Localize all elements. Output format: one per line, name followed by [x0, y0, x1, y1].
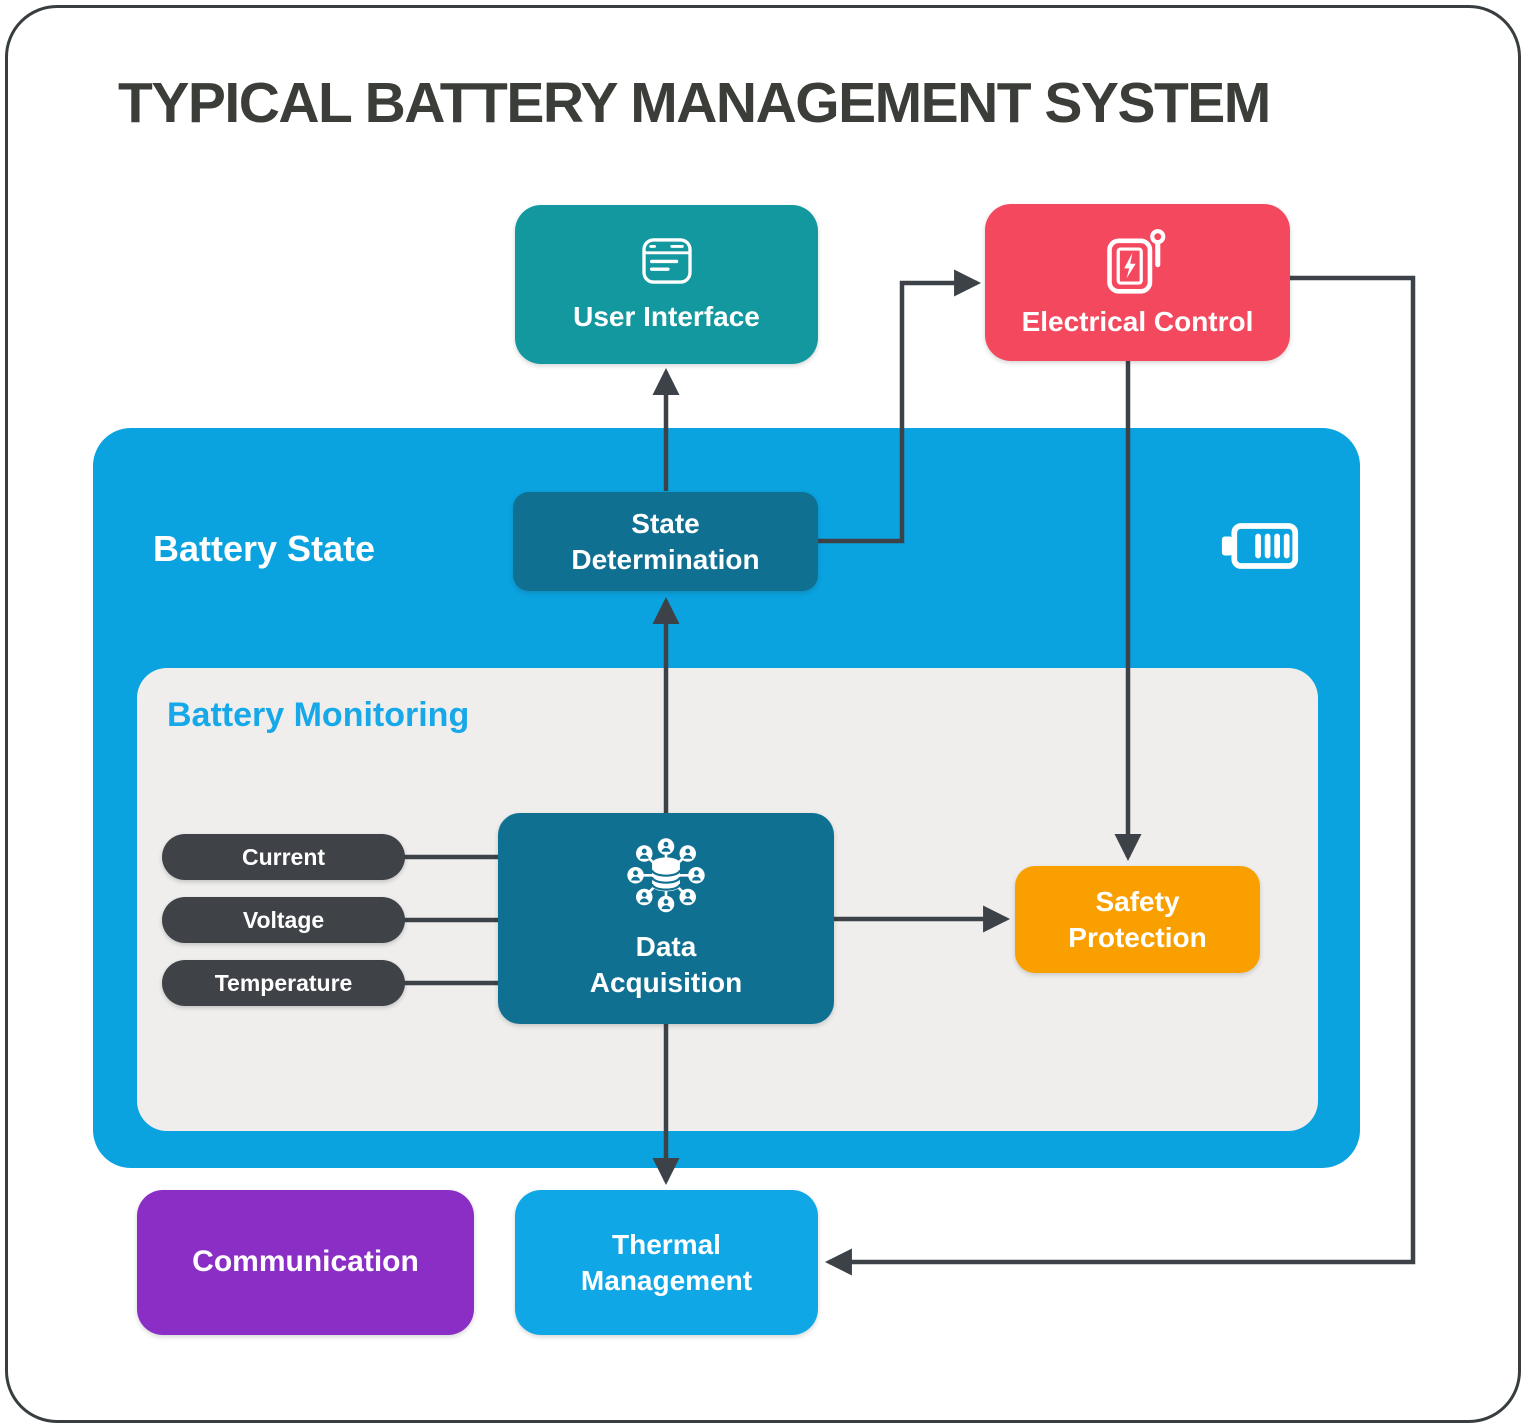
current-label: Current: [241, 843, 326, 870]
node-state-determination: State Determination: [513, 492, 818, 591]
communication-label: Communication: [192, 1245, 419, 1279]
electrical-lever-icon: [1106, 227, 1170, 295]
safety-protection-label-line1: Safety: [1095, 885, 1180, 917]
pill-temperature: Temperature: [162, 960, 405, 1006]
voltage-label: Voltage: [242, 906, 325, 933]
node-thermal-management: Thermal Management: [515, 1190, 818, 1335]
safety-protection-label-line2: Protection: [1068, 921, 1207, 953]
node-electrical-control: Electrical Control: [985, 204, 1290, 361]
thermal-management-label-line1: Thermal: [612, 1228, 721, 1260]
state-determination-label-line1: State: [631, 507, 700, 539]
page-title: TYPICAL BATTERY MANAGEMENT SYSTEM: [118, 71, 1271, 135]
node-communication: Communication: [137, 1190, 474, 1335]
state-determination-label-line2: Determination: [571, 543, 760, 575]
user-interface-label: User Interface: [573, 301, 760, 333]
battery-icon: [1221, 523, 1299, 569]
battery-monitoring-label: Battery Monitoring: [167, 696, 470, 734]
data-acquisition-label-line1: Data: [635, 930, 697, 962]
thermal-management-label-line2: Management: [580, 1264, 753, 1296]
temperature-label: Temperature: [214, 969, 353, 996]
node-safety-protection: Safety Protection: [1015, 866, 1260, 973]
battery-state-label: Battery State: [153, 528, 376, 569]
node-user-interface: User Interface: [515, 205, 818, 364]
node-data-acquisition: Data Acquisition: [498, 813, 834, 1024]
electrical-control-label: Electrical Control: [1021, 306, 1254, 338]
pill-voltage: Voltage: [162, 897, 405, 943]
data-acquisition-label-line2: Acquisition: [589, 966, 743, 998]
data-network-icon: [626, 837, 706, 917]
app-window-icon: [641, 238, 692, 284]
pill-current: Current: [162, 834, 405, 880]
